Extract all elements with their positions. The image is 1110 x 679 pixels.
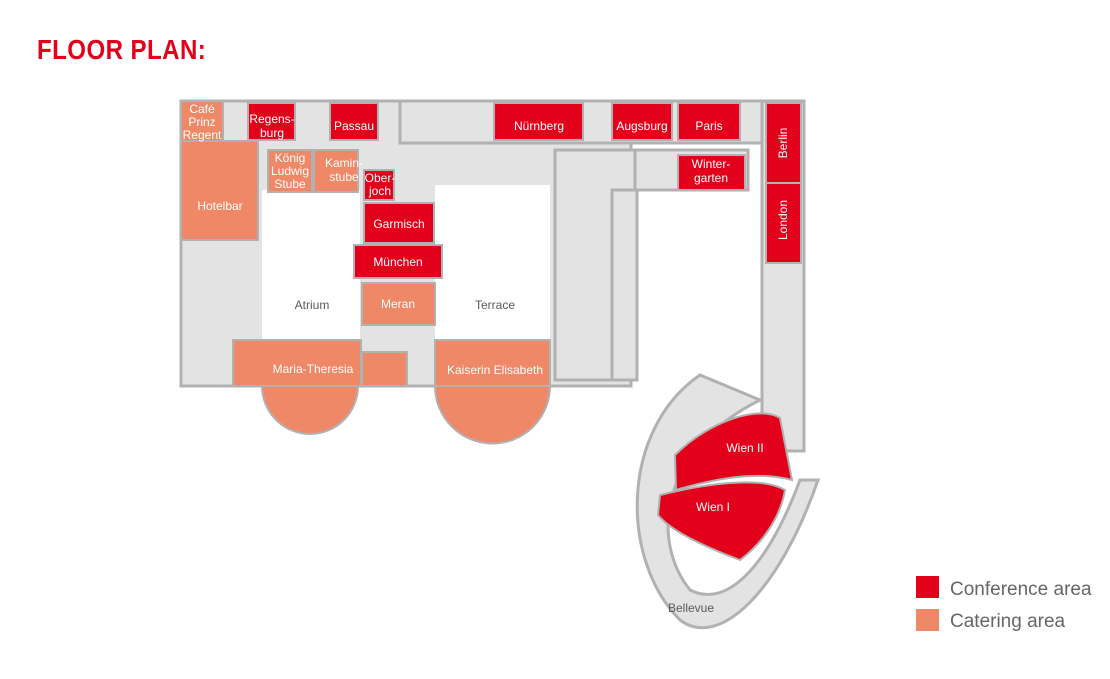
label-augsburg: Augsburg [616, 119, 667, 133]
label-wintergarten-1: Winter- [692, 157, 731, 171]
room-kaiserin-elisabeth-apse [433, 385, 552, 445]
room-regensburg [247, 102, 296, 141]
room-kaminstube [313, 149, 359, 193]
page-title: FLOOR PLAN: [37, 34, 207, 65]
label-london: London [776, 200, 790, 240]
label-berlin: Berlin [776, 128, 790, 159]
legend-swatch-catering [916, 609, 939, 631]
label-koenig-2: Ludwig [271, 164, 309, 178]
room-wien-i [656, 481, 787, 562]
label-kaminstube-1: Kamin- [325, 156, 363, 170]
label-wien-ii: Wien II [726, 441, 763, 455]
conference-rooms [247, 102, 802, 562]
room-augsburg [611, 102, 673, 141]
label-oberjoch-2: joch [368, 184, 391, 198]
label-maria-theresia: Maria-Theresia [273, 362, 354, 376]
legend-label-catering: Catering area [950, 611, 1066, 632]
room-maria-theresia [232, 339, 362, 387]
catering-rooms [180, 100, 552, 445]
label-paris: Paris [695, 119, 722, 133]
room-oberjoch [363, 169, 395, 201]
label-bellevue: Bellevue [668, 601, 714, 615]
label-oberjoch-1: Ober- [365, 171, 396, 185]
room-muenchen [353, 244, 443, 279]
room-paris [677, 102, 741, 141]
label-passau: Passau [334, 119, 374, 133]
legend-swatch-conference [916, 576, 939, 598]
label-regensburg-2: burg [260, 126, 284, 140]
room-garmisch [363, 202, 435, 244]
room-maria-theresia-apse [260, 385, 360, 435]
label-muenchen: München [373, 255, 422, 269]
label-nuernberg: Nürnberg [514, 119, 564, 133]
label-garmisch: Garmisch [373, 217, 424, 231]
label-kaiserin-elisabeth: Kaiserin Elisabeth [447, 363, 543, 377]
label-terrace: Terrace [475, 298, 515, 312]
room-wien-ii [673, 412, 794, 492]
label-meran: Meran [381, 297, 415, 311]
label-cafe-2: Prinz [188, 115, 215, 129]
room-meran [361, 282, 436, 326]
label-wintergarten-2: garten [694, 171, 728, 185]
label-atrium: Atrium [295, 298, 330, 312]
legend: Conference area Catering area [916, 576, 1092, 632]
room-hotelbar [180, 140, 259, 241]
room-kaiserin-elisabeth [434, 339, 551, 387]
label-cafe-1: Café [189, 102, 215, 116]
room-meran-lower [361, 351, 408, 387]
room-wintergarten [677, 154, 746, 191]
label-wien-i: Wien I [696, 500, 730, 514]
room-koenig-ludwig-stube [267, 149, 313, 193]
room-cafe-prinz-regent [180, 100, 224, 142]
label-koenig-3: Stube [274, 177, 306, 191]
room-nuernberg [493, 102, 584, 141]
label-hotelbar: Hotelbar [197, 199, 242, 213]
label-cafe-3: Regent [183, 128, 222, 142]
label-kaminstube-2: stube [329, 170, 359, 184]
label-koenig-1: König [275, 151, 306, 165]
legend-label-conference: Conference area [950, 579, 1092, 600]
room-passau [329, 102, 379, 141]
label-regensburg-1: Regens- [249, 112, 294, 126]
